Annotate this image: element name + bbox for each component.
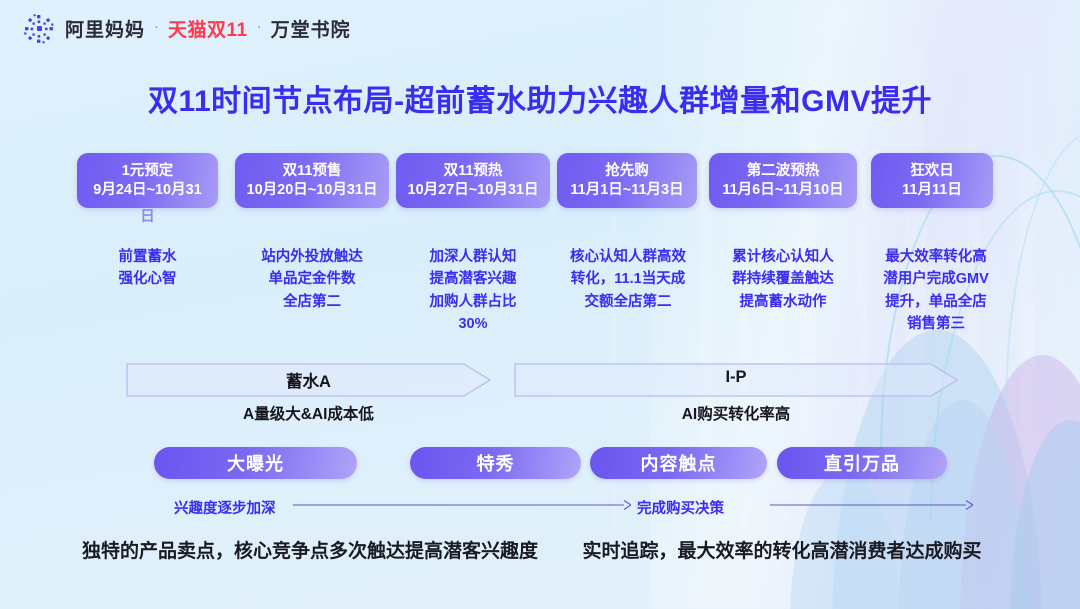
phase-chip-4-name: 抢先购: [605, 163, 649, 180]
phase-chip-6-dates: 11月11日: [902, 181, 962, 198]
phase-chip-6-name: 狂欢日: [910, 163, 954, 180]
alimama-burst-icon: [22, 12, 56, 46]
phase-chip-3[interactable]: 双11预热 10月27日~10月31日: [396, 153, 550, 208]
phase-desc-6: 最大效率转化高 潜用户完成GMV 提升，单品全店 销售第三: [883, 249, 989, 333]
product-pill-texiu[interactable]: 特秀: [410, 447, 581, 479]
stage-sub-1: A量级大&AI成本低: [243, 406, 374, 423]
phase-desc-5: 累计核心认知人 群持续覆盖触达 提高蓄水动作: [732, 249, 834, 310]
brand-wantang-academy: 万堂书院: [270, 20, 351, 41]
brand-tmall-double11: 天猫双11: [168, 20, 248, 41]
phase-chip-4-dates: 11月1日~11月3日: [570, 181, 684, 198]
phase-chip-1-name: 1元预定: [121, 163, 174, 180]
product-pill-content-touchpoint[interactable]: 内容触点: [590, 447, 767, 479]
phase-chip-1[interactable]: 1元预定 9月24日~10月31 日: [77, 153, 218, 225]
background-hill: [960, 355, 1080, 609]
phase-chip-5-dates: 11月6日~11月10日: [722, 181, 844, 198]
brand-separator: ·: [256, 18, 262, 35]
brand-name: 阿里妈妈: [65, 20, 146, 41]
stage-arrow-2: I-P: [514, 363, 958, 397]
stage-arrow-2-label: I-P: [725, 368, 747, 386]
phase-chip-3-name: 双11预热: [443, 163, 503, 180]
flow-caption-right: 完成购买决策: [637, 501, 724, 517]
phase-chip-row: 1元预定 9月24日~10月31 日 双11预售 10月20日~10月31日 双…: [0, 153, 1080, 225]
brand-bar: 阿里妈妈 · 天猫双11 · 万堂书院: [0, 0, 1080, 57]
stage-sub-2: AI购买转化率高: [681, 406, 791, 423]
brand-separator: ·: [154, 18, 160, 35]
background-arc: [930, 190, 1080, 522]
flow-connector-arrow-2: [770, 497, 973, 513]
phase-desc-2: 站内外投放触达 单品定金件数 全店第二: [261, 249, 363, 310]
phase-chip-5-name: 第二波预热: [746, 163, 820, 180]
summary-left: 独特的产品卖点，核心竞争点多次触达提高潜客兴趣度: [81, 541, 538, 562]
phase-chip-2-dates: 10月20日~10月31日: [246, 181, 378, 198]
phase-chip-6[interactable]: 狂欢日 11月11日: [871, 153, 993, 208]
phase-chip-1-dates: 9月24日~10月31: [93, 181, 202, 198]
phase-chip-4[interactable]: 抢先购 11月1日~11月3日: [557, 153, 697, 208]
stage-arrow-1-label: 蓄水A: [286, 373, 331, 391]
phase-desc-1: 前置蓄水 强化心智: [118, 249, 177, 288]
phase-chip-2-name: 双11预售: [282, 163, 342, 180]
background-hill: [1010, 420, 1080, 609]
flow-caption-left: 兴趣度逐步加深: [174, 501, 276, 517]
phase-chip-5[interactable]: 第二波预热 11月6日~11月10日: [709, 153, 857, 208]
phase-chip-1-dates-overflow: 日: [140, 209, 155, 225]
phase-desc-3: 加深人群认知 提高潜客兴趣 加购人群占比 30%: [429, 249, 517, 333]
product-pill-big-exposure[interactable]: 大曝光: [154, 447, 357, 479]
summary-right: 实时追踪，最大效率的转化高潜消费者达成购买: [582, 541, 982, 562]
flow-connector-arrow-1: [293, 497, 631, 513]
page-title: 双11时间节点布局-超前蓄水助力兴趣人群增量和GMV提升: [147, 85, 933, 118]
phase-chip-3-dates: 10月27日~10月31日: [407, 181, 539, 198]
phase-desc-4: 核心认知人群高效 转化，11.1当天成 交额全店第二: [570, 249, 686, 310]
stage-arrow-1: 蓄水A: [126, 363, 491, 397]
phase-chip-2[interactable]: 双11预售 10月20日~10月31日: [235, 153, 389, 208]
product-pill-direct-traffic[interactable]: 直引万品: [777, 447, 947, 479]
